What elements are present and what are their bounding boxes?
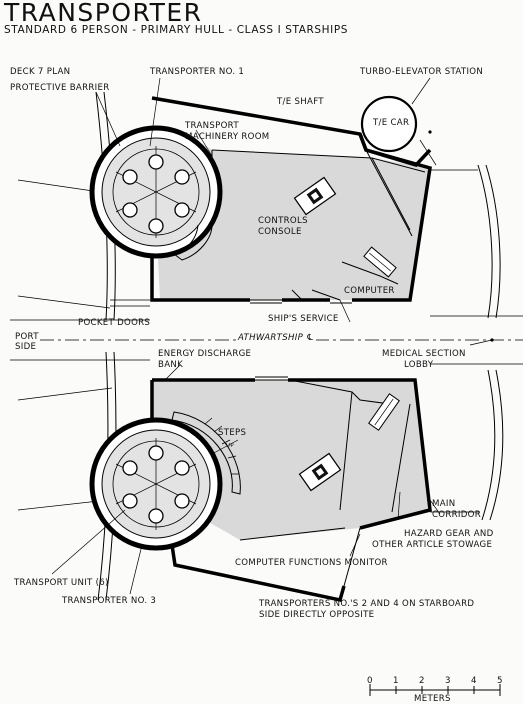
starboard-note-line-2: SIDE DIRECTLY OPPOSITE <box>259 610 375 620</box>
medical-section-label-1: MEDICAL SECTION <box>382 349 466 359</box>
scale-tick-2: 2 <box>419 676 425 686</box>
computer-label: COMPUTER <box>344 286 395 296</box>
energy-discharge-label-2: BANK <box>158 360 184 370</box>
transport-unit-label: TRANSPORT UNIT (6) <box>14 578 109 588</box>
pocket-doors-label: POCKET DOORS <box>78 318 151 328</box>
leader-lines <box>51 77 494 595</box>
te-shaft-label: T/E SHAFT <box>277 97 324 107</box>
medical-section-label-2: LOBBY <box>404 360 434 370</box>
page-title: TRANSPORTER <box>4 0 203 27</box>
transporter-no3-label: TRANSPORTER NO. 3 <box>62 596 157 606</box>
starboard-note-line-1: TRANSPORTERS NO.'S 2 AND 4 ON STARBOARD <box>259 599 475 609</box>
ships-service-label: SHIP'S SERVICE <box>268 314 339 324</box>
te-car-label: T/E CAR <box>373 118 410 128</box>
computer-functions-monitor-label: COMPUTER FUNCTIONS MONITOR <box>235 558 388 568</box>
scale-tick-1: 1 <box>393 676 399 686</box>
steps-up-label: UP <box>226 443 234 449</box>
scale-unit: METERS <box>414 694 451 704</box>
transporter-no1-label: TRANSPORTER NO. 1 <box>150 67 245 77</box>
page-subtitle: STANDARD 6 PERSON - PRIMARY HULL - CLASS… <box>4 24 349 36</box>
scale-tick-3: 3 <box>445 676 451 686</box>
hazard-gear-label-1: HAZARD GEAR AND <box>404 529 494 539</box>
protective-barrier-label: PROTECTIVE BARRIER <box>10 83 110 93</box>
main-corridor-label-2: CORRIDOR <box>432 510 481 520</box>
controls-console-label-1: CONTROLS <box>258 216 308 226</box>
controls-console-label-2: CONSOLE <box>258 227 302 237</box>
scale-bar-graphic <box>369 684 501 696</box>
steps-label: STEPS <box>218 428 247 438</box>
athwartship-label: ATHWARTSHIP ℄ <box>236 333 317 344</box>
scale-tick-4: 4 <box>471 676 477 686</box>
port-side-label-1: PORT <box>15 332 39 342</box>
starboard-hull-lines <box>430 164 504 521</box>
machinery-room-label-2: MACHINERY ROOM <box>185 132 270 142</box>
turbo-elevator-station-label: TURBO-ELEVATOR STATION <box>360 67 484 77</box>
energy-discharge-label-1: ENERGY DISCHARGE <box>158 349 252 359</box>
main-corridor-label-1: MAIN <box>432 499 456 509</box>
scale-tick-0: 0 <box>367 676 373 686</box>
hazard-gear-label-2: OTHER ARTICLE STOWAGE <box>372 540 493 550</box>
machinery-room-label-1: TRANSPORT <box>185 121 239 131</box>
deck-plan-label: DECK 7 PLAN <box>10 67 71 77</box>
port-side-label-2: SIDE <box>15 342 37 352</box>
scale-tick-5: 5 <box>497 676 503 686</box>
transporter-room-1 <box>89 95 437 304</box>
transporter-room-3 <box>89 376 432 603</box>
